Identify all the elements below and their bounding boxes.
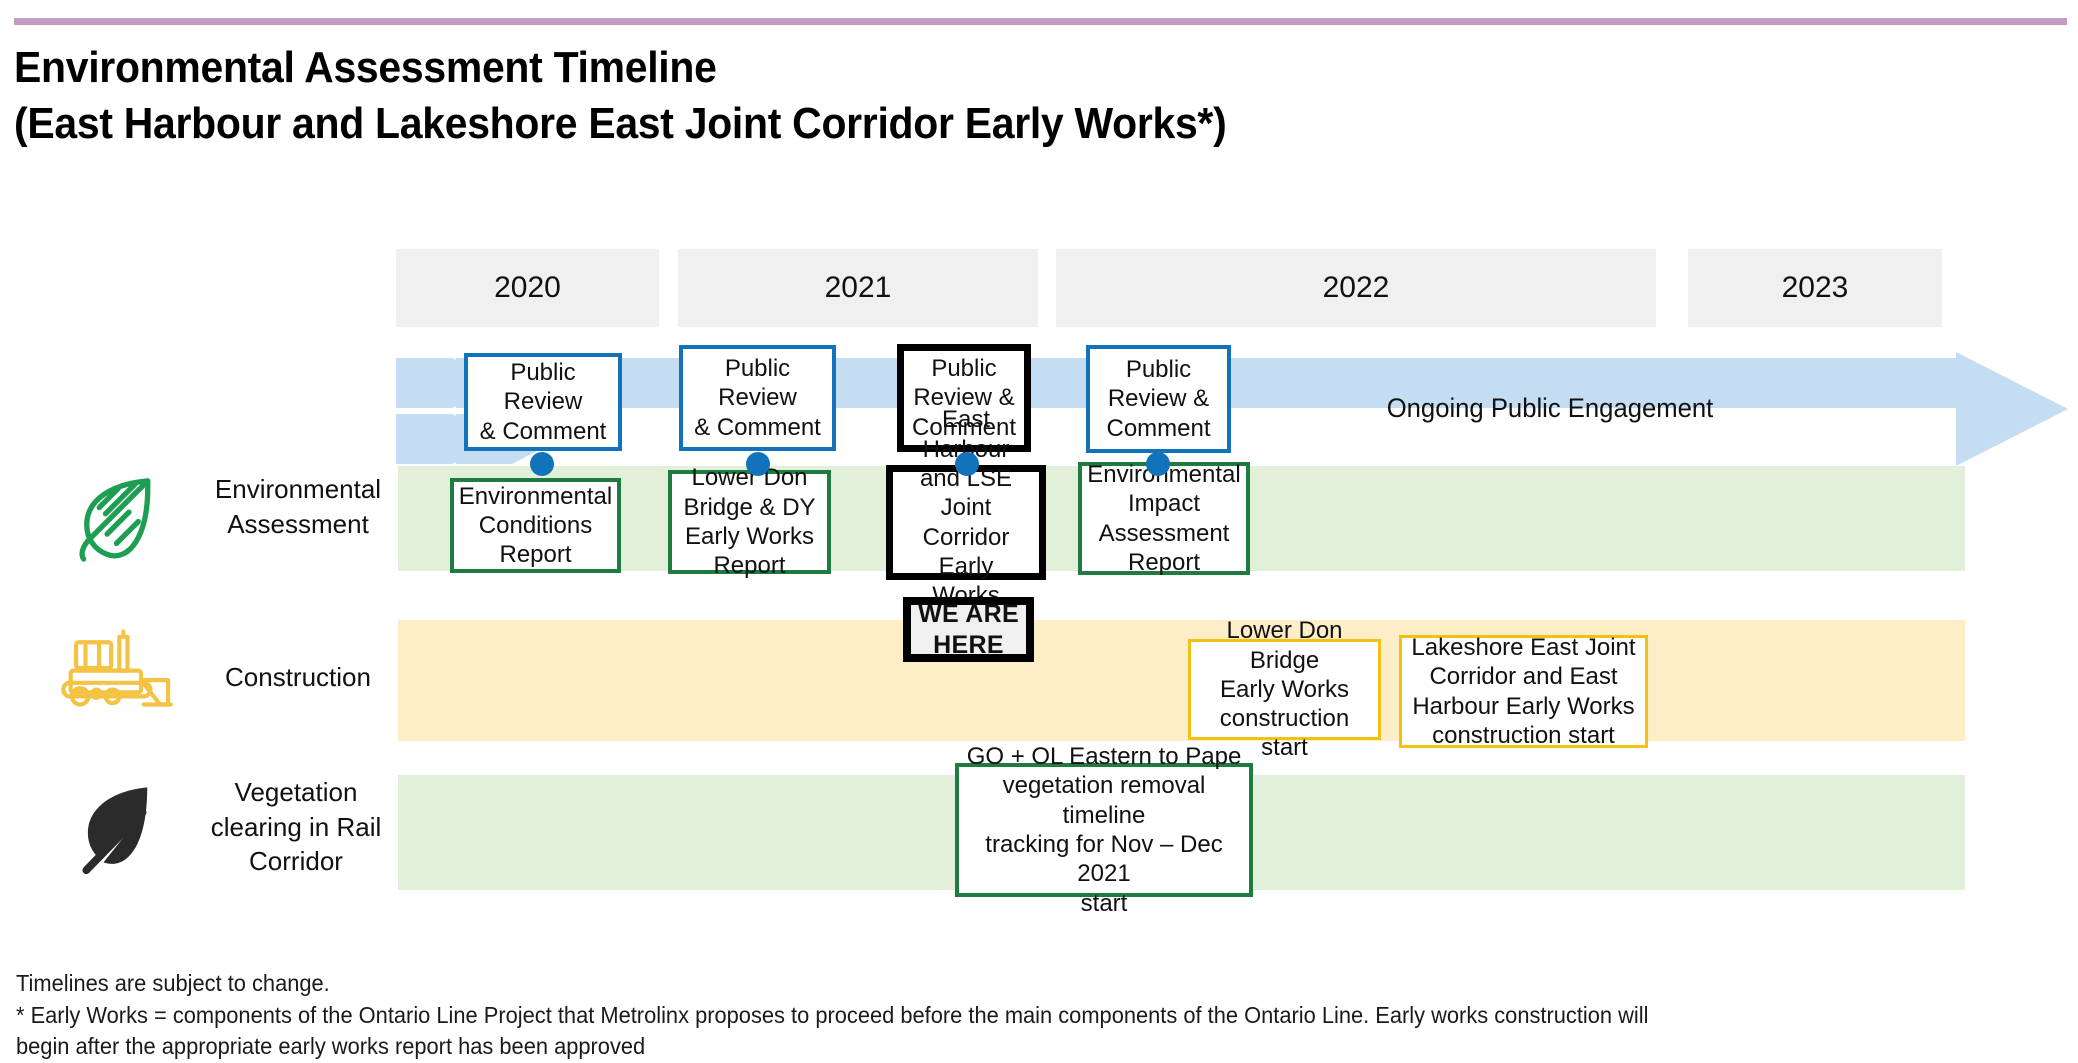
callout-text: GO + OL Eastern to Pape vegetation remov… <box>966 743 1242 917</box>
callout-text: Environmental Conditions Report <box>458 482 613 569</box>
callout-text: Public Review & Comment <box>911 355 1017 441</box>
construction-box-2: Lakeshore East Joint Corridor and East H… <box>1399 633 1648 749</box>
callout-text: Public Review & Comment <box>694 355 821 441</box>
callout-text: WE ARE HERE <box>918 600 1019 659</box>
year-header-2020: 2020 <box>396 249 659 327</box>
report-box-3: East Harbour and LSE Joint Corridor Earl… <box>886 406 1046 638</box>
report-box-4: Environmental Impact Assessment Report <box>1078 460 1250 576</box>
top-accent-rule <box>14 18 2067 25</box>
leaf-outline-icon <box>68 470 168 570</box>
callout-text: Lakeshore East Joint Corridor and East H… <box>1411 633 1636 749</box>
vegetation-box-1: GO + OL Eastern to Pape vegetation remov… <box>955 743 1253 917</box>
ongoing-engagement-label: Ongoing Public Engagement <box>1386 392 1714 423</box>
page-title-line-2: (East Harbour and Lakeshore East Joint C… <box>14 99 1227 149</box>
public-review-box-3: Public Review & Comment <box>897 344 1031 452</box>
ongoing-engagement-arrow <box>396 352 2068 466</box>
year-label: 2021 <box>824 271 892 304</box>
footnote-line-1: Timelines are subject to change. <box>16 970 330 996</box>
report-box-2: Lower Don Bridge & DY Early Works Report <box>668 464 831 579</box>
connector-dot-3 <box>955 452 979 476</box>
bulldozer-icon <box>56 626 180 718</box>
row-label-environmental-assessment: Environmental Assessment <box>214 474 382 539</box>
callout-text: Public Review & Comment <box>479 359 607 445</box>
connector-dot-4 <box>1146 452 1170 476</box>
row-label-vegetation-clearing: Vegetation clearing in Rail Corridor <box>210 777 382 877</box>
year-header-2021: 2021 <box>678 249 1038 327</box>
connector-dot-1 <box>530 452 554 476</box>
page-title-line-1: Environmental Assessment Timeline <box>14 43 717 92</box>
row-label-construction: Construction <box>225 662 371 692</box>
band-construction <box>398 620 1965 741</box>
callout-text: Lower Don Bridge & DY Early Works Report <box>683 464 816 580</box>
public-review-box-1: Public Review & Comment <box>464 353 622 451</box>
public-review-box-2: Public Review & Comment <box>679 345 836 451</box>
callout-text: Public Review & Comment <box>1106 356 1211 442</box>
year-label: 2020 <box>494 271 561 304</box>
we-are-here-marker: WE ARE HERE <box>903 597 1034 662</box>
callout-text: Lower Don Bridge Early Works constructio… <box>1219 617 1350 762</box>
construction-box-1: Lower Don Bridge Early Works constructio… <box>1188 617 1381 761</box>
public-review-box-4: Public Review & Comment <box>1086 345 1231 453</box>
report-box-1: Environmental Conditions Report <box>450 478 621 573</box>
year-label: 2023 <box>1781 271 1849 304</box>
callout-text: Environmental Impact Assessment Report <box>1087 460 1241 576</box>
footnote: Timelines are subject to change. * Early… <box>16 968 1935 1063</box>
footnote-line-3: begin after the appropriate early works … <box>16 1033 646 1059</box>
leaf-solid-icon <box>66 778 166 878</box>
year-header-2023: 2023 <box>1688 249 1942 327</box>
connector-dot-2 <box>746 452 770 476</box>
page-title: Environmental Assessment Timeline (East … <box>14 40 1651 153</box>
year-header-2022: 2022 <box>1056 249 1656 327</box>
footnote-line-2: * Early Works = components of the Ontari… <box>16 1001 1649 1028</box>
year-label: 2022 <box>1322 271 1390 304</box>
